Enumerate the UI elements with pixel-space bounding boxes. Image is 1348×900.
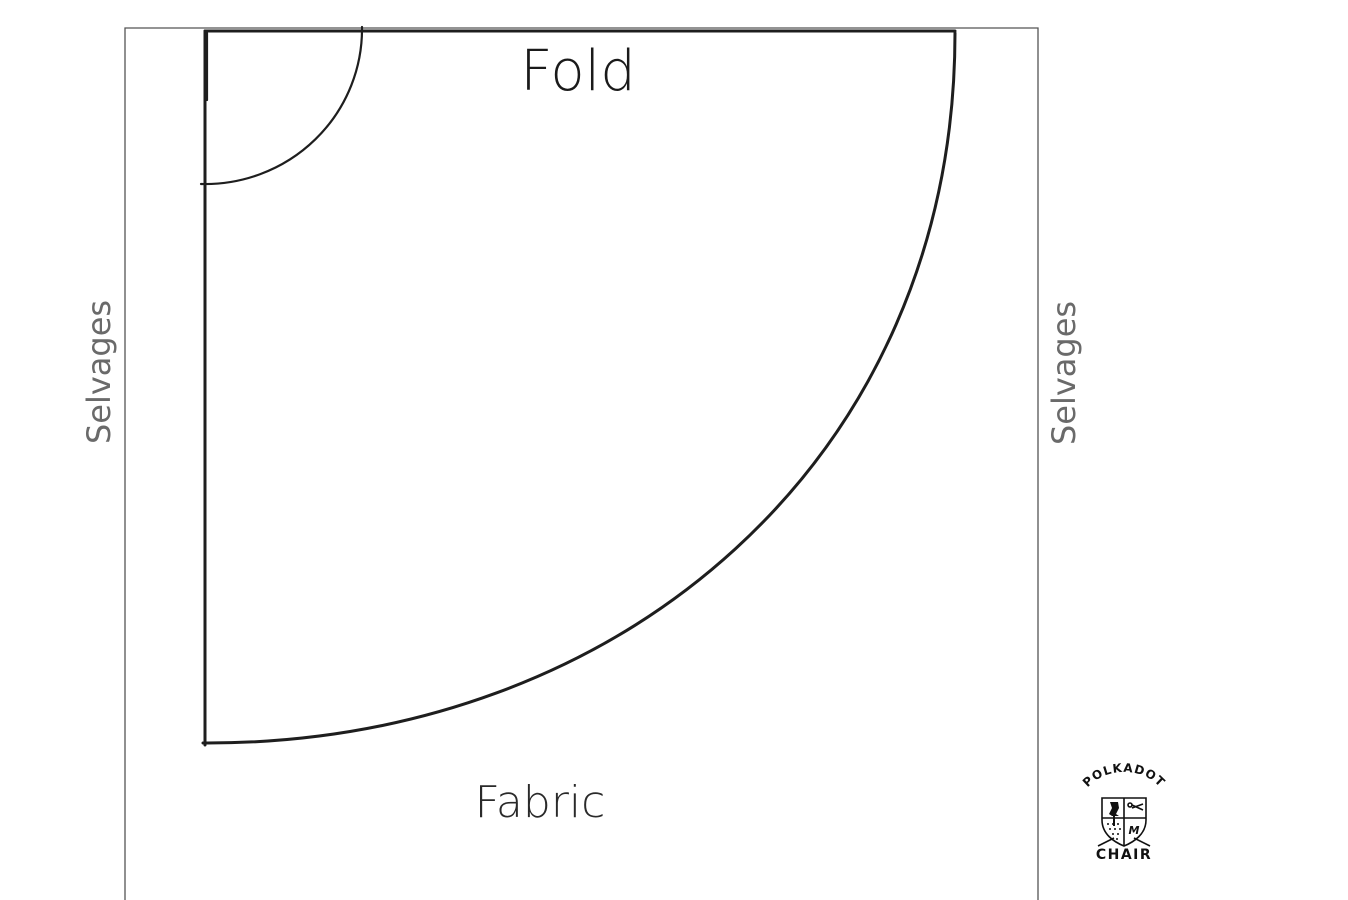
dress-form-icon	[1109, 802, 1119, 816]
selvage-right-label: Selvages	[1045, 301, 1083, 445]
fabric-border	[124, 27, 1039, 900]
waist-curve	[199, 25, 364, 186]
logo-monogram: M	[1129, 824, 1140, 837]
fabric-label: Fabric	[475, 777, 606, 828]
hem-curve	[201, 31, 957, 745]
fold-label: Fold	[520, 39, 636, 104]
polkadot-chair-logo: POLKADOT M CHAIR	[1080, 761, 1168, 863]
polka-dots-icon	[1107, 823, 1121, 840]
scissors-icon	[1127, 802, 1144, 811]
logo-bottom-text: CHAIR	[1096, 847, 1152, 863]
logo-top-text: POLKADOT	[1080, 761, 1168, 790]
selvage-left-label: Selvages	[80, 300, 118, 444]
